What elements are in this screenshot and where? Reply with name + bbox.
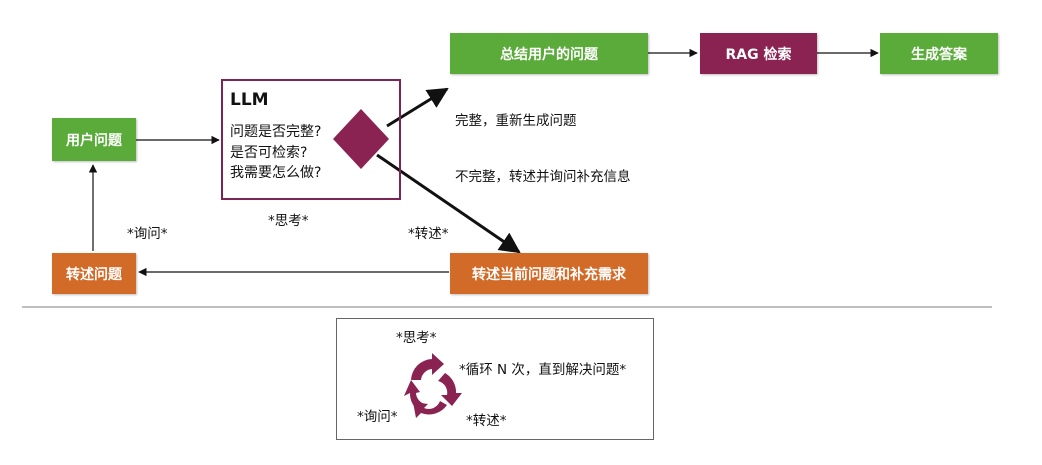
generate-answer-node: 生成答案 [880, 33, 998, 74]
label-complete: 完整，重新生成问题 [455, 113, 577, 129]
arrow-diamond-to-summarize [386, 87, 449, 128]
legend-loop-label: *循环 N 次，直到解决问题* [459, 362, 627, 378]
restate-question-node: 转述问题 [52, 253, 136, 294]
legend-restate-label: *转述* [466, 413, 507, 429]
llm-title: LLM [230, 90, 269, 110]
user-question-node: 用户问题 [52, 118, 136, 161]
rag-retrieval-node: RAG 检索 [700, 33, 817, 74]
label-restate: *转述* [408, 226, 449, 242]
llm-question-line: 我需要怎么做? [230, 165, 322, 181]
restate-current-node: 转述当前问题和补充需求 [450, 253, 648, 294]
label-incomplete: 不完整，转述并询问补充信息 [455, 169, 631, 185]
llm-question-line: 是否可检索? [230, 145, 308, 161]
label-ask: *询问* [127, 226, 168, 242]
legend-box [336, 318, 654, 440]
llm-block [221, 79, 401, 200]
llm-question-line: 问题是否完整? [230, 124, 322, 140]
label-think: *思考* [268, 213, 309, 229]
decision-diamond [333, 109, 389, 169]
cycle-icon [404, 353, 462, 418]
summarize-question-node: 总结用户的问题 [450, 33, 648, 74]
legend-think-label: *思考* [396, 330, 437, 346]
legend-ask-label: *询问* [357, 409, 398, 425]
